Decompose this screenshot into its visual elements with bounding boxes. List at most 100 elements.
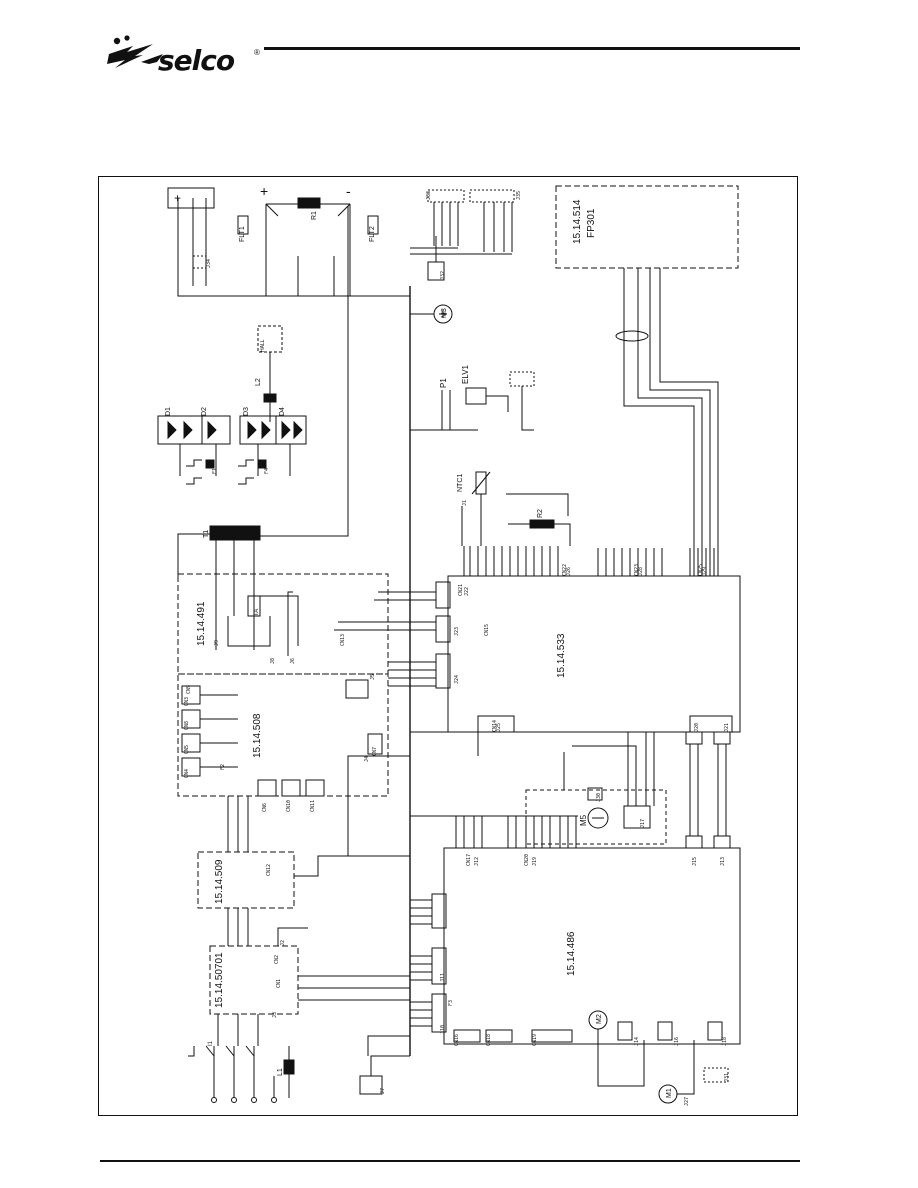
label-j2: J2: [280, 940, 286, 946]
label-cn20: CN20: [524, 854, 530, 866]
label-cn13: CN13: [340, 634, 346, 646]
label-j24: J24: [454, 675, 460, 684]
label-j11: J11: [440, 973, 446, 982]
label-cn4: CN4: [184, 769, 190, 778]
label-i1: I1: [208, 1040, 214, 1046]
label-board-15-14-486: 15.14.486: [566, 931, 577, 976]
label-j29: J29: [702, 567, 708, 576]
label-f2: F2: [220, 764, 226, 770]
label-board-15-14-533: 15.14.533: [556, 633, 567, 678]
label-elv1: ELV1: [461, 364, 470, 384]
label-hall: HALL: [260, 339, 266, 352]
label-d2: D2: [201, 407, 208, 416]
label-f3: F3: [448, 1000, 454, 1006]
label-cn15: CN15: [484, 624, 490, 636]
label-j22: J22: [464, 587, 470, 596]
registered-mark: ®: [254, 48, 260, 57]
label-cn22: CN22: [562, 564, 568, 576]
label-plus-terminal: +: [174, 191, 181, 205]
label-r2: R2: [537, 509, 544, 518]
label-d4: D4: [279, 407, 286, 416]
label-cn9: CN9: [186, 685, 192, 694]
label-j3: J3: [272, 1012, 278, 1018]
label-m1: M1: [666, 1088, 673, 1098]
label-cn10: CN10: [286, 800, 292, 812]
label-j31: J31: [724, 1073, 730, 1082]
label-j6: J6: [290, 658, 296, 664]
label-l2: L2: [255, 378, 262, 386]
label-plus: +: [260, 183, 268, 199]
label-cn8: CN8: [184, 721, 190, 730]
label-r1: R1: [311, 211, 318, 220]
label-j12: J12: [474, 857, 480, 866]
label-j21: J21: [724, 723, 730, 732]
footer-rule: [100, 1160, 800, 1162]
label-cn19: CN19: [532, 1034, 538, 1046]
selco-logo: [105, 32, 265, 78]
label-cn7: CN7: [372, 747, 378, 756]
schematic-frame: [98, 176, 798, 1116]
label-j33: J33: [426, 191, 432, 200]
label-f4: F4: [264, 468, 270, 474]
label-j19: J19: [532, 857, 538, 866]
label-j10: J10: [440, 1025, 446, 1034]
label-j13: J13: [720, 857, 726, 866]
label-fp301: FP301: [586, 208, 597, 238]
label-cn1: CN1: [276, 979, 282, 988]
label-j17: J17: [640, 819, 646, 828]
label-l1: L1: [277, 1068, 284, 1076]
label-board-15-14-509: 15.14.509: [214, 859, 225, 904]
label-j14: J14: [634, 1037, 640, 1046]
label-cn16: CN16: [454, 1034, 460, 1046]
label-j27: J27: [684, 1097, 690, 1106]
label-board-15-14-508: 15.14.508: [252, 713, 263, 758]
label-m3: M3: [441, 308, 448, 318]
page-header: selco ®: [0, 0, 918, 90]
label-j26: J26: [566, 567, 572, 576]
label-j25: J25: [496, 723, 502, 732]
label-j8: J8: [270, 658, 276, 664]
label-cn21: CN21: [458, 584, 464, 596]
label-j20: J20: [694, 723, 700, 732]
label-j16: J16: [674, 1037, 680, 1046]
label-j28: J28: [638, 567, 644, 576]
label-p1: P1: [439, 378, 448, 388]
label-j15: J15: [692, 857, 698, 866]
brand-name: selco: [158, 44, 235, 77]
label-j32: J32: [440, 271, 446, 280]
label-t1: T1: [203, 530, 210, 538]
label-cn25: CN25: [698, 564, 704, 576]
label-j5: J5: [370, 674, 376, 680]
label-j23: J23: [454, 627, 460, 636]
label-board-15-14-50701: 15.14.50701: [214, 952, 225, 1008]
label-cn14: CN14: [492, 720, 498, 732]
label-cn12: CN12: [266, 864, 272, 876]
label-d3: D3: [243, 407, 250, 416]
label-cn17: CN17: [466, 854, 472, 866]
wiring-schematic: 15.14.491 15.14.508 15.14.509 15.14.5070…: [157, 183, 741, 1106]
label-j1: J1: [462, 500, 468, 506]
label-cn6: CN6: [262, 803, 268, 812]
label-d1: D1: [165, 407, 172, 416]
label-j30: J30: [596, 793, 602, 802]
label-flt1: FLT1: [239, 226, 246, 242]
label-cn5: CN5: [184, 745, 190, 754]
label-ta: TA: [254, 609, 260, 616]
label-m2: M2: [596, 1014, 603, 1024]
label-m5: M5: [579, 814, 588, 826]
label-cn2: CN2: [274, 955, 280, 964]
label-j35: J35: [516, 191, 522, 200]
label-j34: J34: [206, 259, 212, 268]
label-cn11: CN11: [310, 800, 316, 812]
label-cn18: CN18: [486, 1034, 492, 1046]
label-board-15-14-514: 15.14.514: [572, 199, 583, 244]
selco-logo-mark: [107, 35, 163, 68]
label-f1: F1: [212, 468, 218, 474]
label-j4: J4: [364, 756, 370, 762]
label-j18: J18: [722, 1037, 728, 1046]
label-cn23: CN23: [634, 564, 640, 576]
label-cn3: CN3: [184, 697, 190, 706]
label-board-15-14-491: 15.14.491: [196, 601, 207, 646]
label-ntc1: NTC1: [457, 474, 464, 492]
label-minus: -: [346, 183, 351, 199]
